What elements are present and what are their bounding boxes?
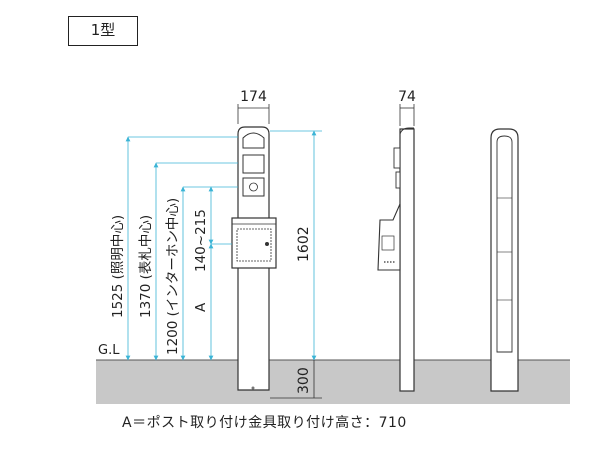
rear-view	[490, 128, 519, 392]
total-height-label: 1602	[296, 226, 312, 262]
light-window	[242, 132, 265, 149]
side-mailbox	[377, 203, 401, 271]
lighting-center-label: 1525 (照明中心)	[110, 215, 126, 318]
anchor-hole	[251, 386, 255, 390]
intercom-range-label: 140~215	[193, 209, 209, 272]
intercom	[242, 177, 265, 197]
side-mailbox-window	[381, 235, 395, 251]
side-light-cap	[399, 127, 414, 147]
mailbox-lock-icon	[265, 242, 269, 246]
side-intercom	[395, 171, 401, 189]
rear-inner-panel	[496, 135, 513, 353]
front-view: 174 1525 (照明中心) 1370 (表札中心) 1200 (インターホン…	[110, 89, 322, 399]
front-width-label: 174	[240, 89, 267, 105]
side-nameplate	[393, 147, 401, 169]
rear-post-outline	[490, 128, 519, 392]
mailbox-slot	[236, 228, 272, 262]
intercom-center-label: 1200 (インターホン中心)	[165, 198, 181, 355]
nameplate-center-label: 1370 (表札中心)	[138, 215, 154, 318]
ground-label: G.L	[98, 343, 120, 358]
nameplate	[242, 154, 265, 174]
intercom-button-icon	[249, 182, 258, 192]
mailbox	[231, 217, 277, 269]
type-label: 1型	[68, 16, 138, 46]
mount-height-caption: A＝ポスト取り付け金具取り付け高さ：710	[122, 415, 407, 431]
side-post-outline	[399, 128, 415, 392]
side-width-label: 74	[398, 89, 416, 105]
below-ground-label: 300	[296, 367, 312, 394]
post-mount-label: A	[193, 302, 209, 312]
side-view: 74	[377, 89, 416, 392]
